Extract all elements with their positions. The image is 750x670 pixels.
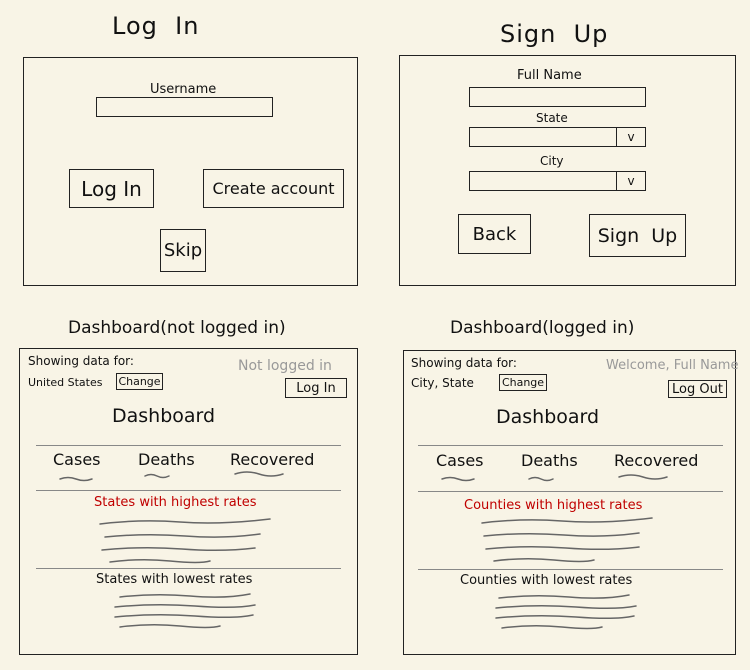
signup-title: Sign Up [500, 20, 609, 48]
city-label: City [540, 154, 564, 168]
dash-out-title: Dashboard(not logged in) [68, 318, 286, 338]
dash-in-title: Dashboard(logged in) [450, 318, 635, 338]
city-select[interactable]: v [469, 171, 646, 191]
dashboard-heading: Dashboard [496, 406, 600, 428]
status-text: Not logged in [238, 358, 332, 374]
fullname-label: Full Name [517, 68, 582, 83]
change-button[interactable]: Change [499, 374, 547, 391]
placeholder-scribbles [59, 471, 284, 629]
showing-label: Showing data for: [411, 356, 517, 370]
divider [418, 491, 723, 492]
showing-label: Showing data for: [28, 354, 134, 368]
signup-button[interactable]: Sign Up [589, 214, 686, 257]
dashboard-heading: Dashboard [112, 405, 216, 427]
lowest-rates-label: Counties with lowest rates [460, 573, 633, 588]
chevron-down-icon[interactable]: v [616, 128, 645, 146]
divider [36, 445, 341, 446]
highest-rates-label: Counties with highest rates [464, 498, 643, 513]
dash-in-panel: Showing data for: City, State Change Wel… [403, 350, 739, 655]
dash-out-panel: Showing data for: United States Change N… [19, 348, 358, 655]
highest-rates-label: States with highest rates [94, 495, 257, 510]
state-select[interactable]: v [469, 127, 646, 147]
change-button[interactable]: Change [116, 373, 163, 390]
placeholder-scribbles [441, 474, 668, 630]
username-label: Username [150, 82, 217, 97]
skip-button[interactable]: Skip [160, 229, 206, 272]
location-text: City, State [411, 376, 474, 390]
deaths-label: Deaths [138, 450, 195, 469]
back-button[interactable]: Back [458, 214, 531, 254]
login-panel: Username Log In Create account Skip [23, 57, 358, 286]
recovered-label: Recovered [614, 451, 699, 470]
login-button[interactable]: Log In [285, 378, 347, 398]
divider [36, 490, 341, 491]
recovered-label: Recovered [230, 450, 315, 469]
create-account-button[interactable]: Create account [203, 169, 344, 208]
chevron-down-icon[interactable]: v [616, 172, 645, 190]
cases-label: Cases [53, 450, 101, 469]
state-label: State [536, 111, 568, 125]
divider [418, 445, 723, 446]
lowest-rates-label: States with lowest rates [96, 572, 253, 587]
cases-label: Cases [436, 451, 484, 470]
signup-panel: Full Name State v City v Back Sign Up [399, 55, 736, 286]
location-text: United States [28, 376, 103, 389]
divider [36, 568, 341, 569]
login-button[interactable]: Log In [69, 169, 154, 208]
logout-button[interactable]: Log Out [668, 380, 727, 398]
username-input[interactable] [96, 97, 273, 117]
fullname-input[interactable] [469, 87, 646, 107]
divider [418, 569, 723, 570]
deaths-label: Deaths [521, 451, 578, 470]
login-title: Log In [112, 12, 200, 40]
welcome-text: Welcome, Full Name [606, 358, 739, 373]
